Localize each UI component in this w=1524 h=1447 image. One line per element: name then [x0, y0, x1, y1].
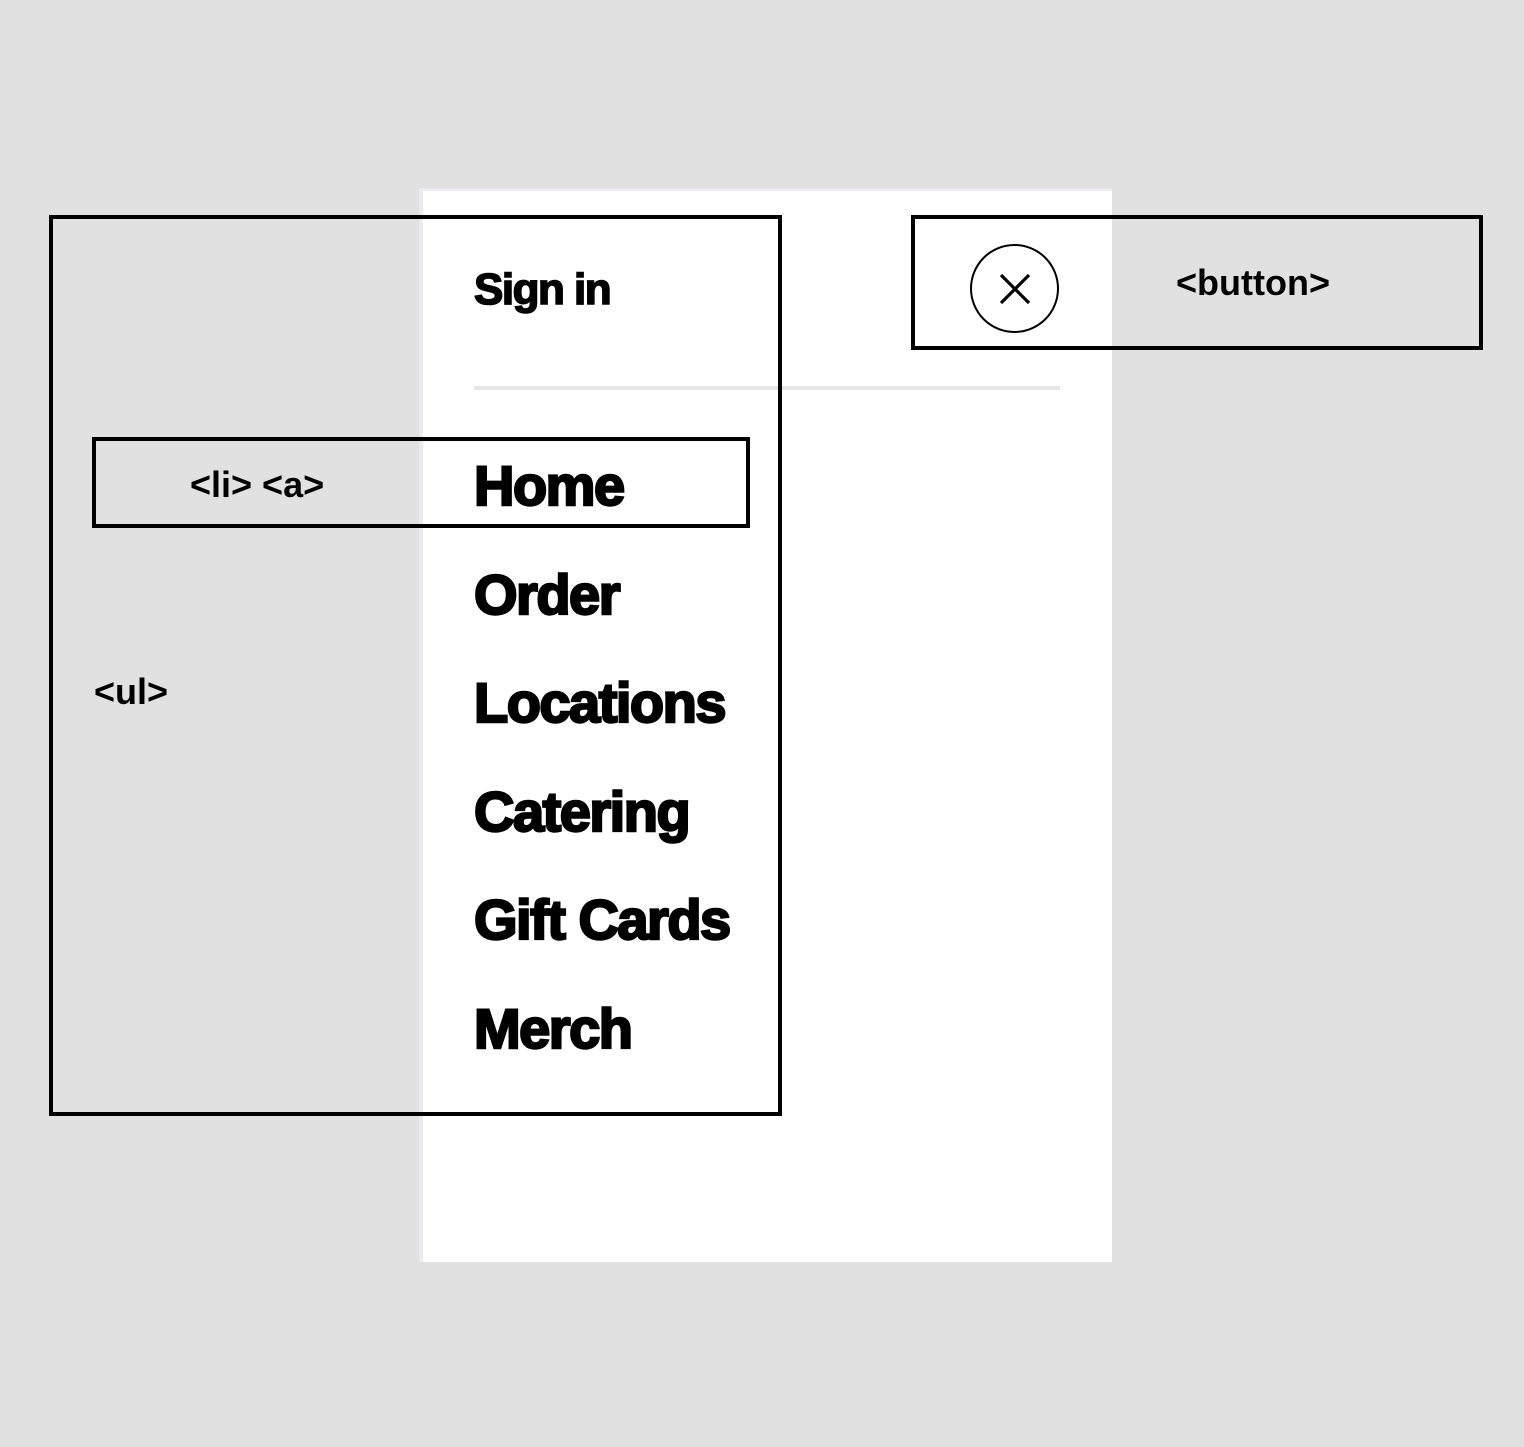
- nav-item-locations: Locations: [473, 667, 730, 776]
- li-annotation-label: <li> <a>: [190, 464, 325, 505]
- ul-annotation-label: <ul>: [94, 671, 169, 712]
- main-nav-list: Home Order Locations Catering Gift Cards…: [473, 450, 733, 1102]
- nav-link-catering[interactable]: Catering: [473, 778, 692, 843]
- menu-divider: [474, 386, 1060, 390]
- nav-item-order: Order: [473, 559, 730, 668]
- mobile-menu-panel: [419, 188, 1112, 1262]
- nav-link-merch[interactable]: Merch: [473, 995, 634, 1060]
- nav-link-locations[interactable]: Locations: [473, 670, 728, 735]
- close-menu-button[interactable]: [970, 244, 1059, 333]
- sign-in-link[interactable]: Sign in: [473, 264, 612, 315]
- nav-item-catering: Catering: [473, 776, 730, 885]
- nav-item-home: Home: [473, 450, 730, 559]
- button-annotation-label: <button>: [1176, 262, 1330, 303]
- nav-item-gift-cards: Gift Cards: [473, 884, 733, 993]
- nav-link-gift-cards[interactable]: Gift Cards: [473, 887, 733, 952]
- close-icon: [996, 270, 1034, 308]
- nav-link-home[interactable]: Home: [473, 453, 626, 518]
- nav-link-order[interactable]: Order: [473, 561, 622, 626]
- nav-item-merch: Merch: [473, 993, 730, 1102]
